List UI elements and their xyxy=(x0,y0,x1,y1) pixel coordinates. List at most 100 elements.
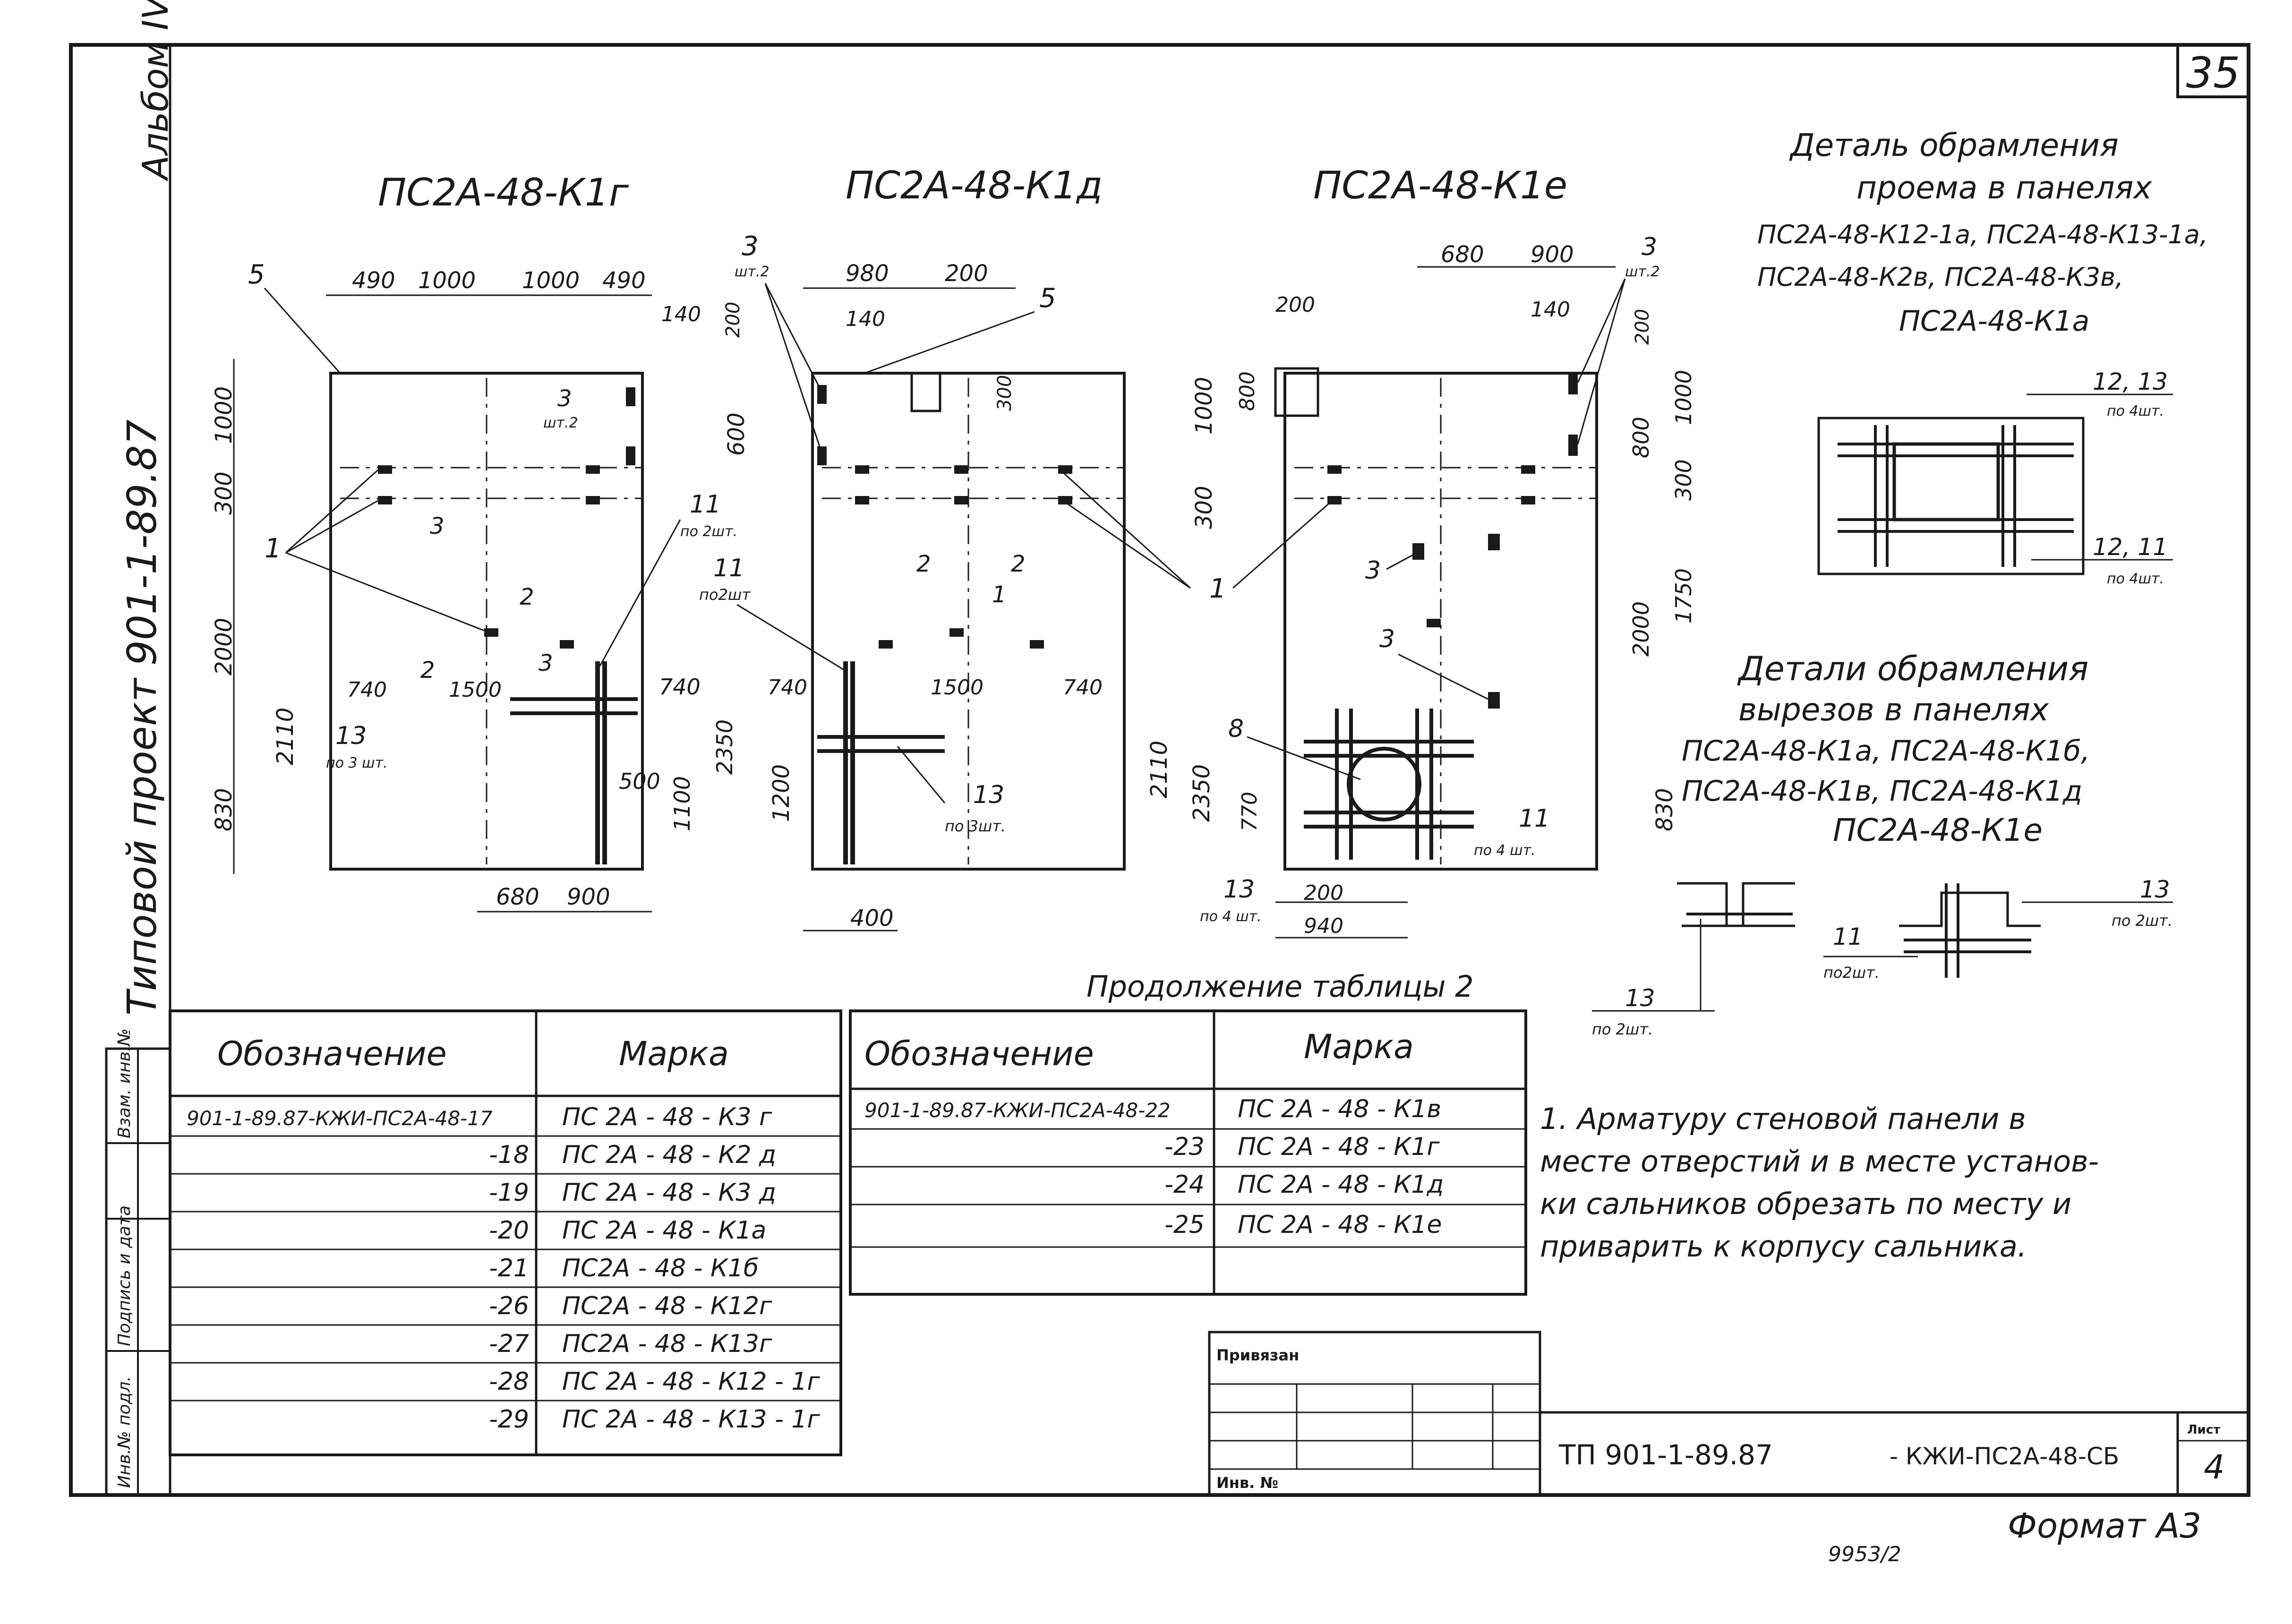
svg-text:-24: -24 xyxy=(1164,1171,1205,1199)
svg-text:Привязан: Привязан xyxy=(1216,1346,1299,1364)
svg-text:140: 140 xyxy=(1531,298,1570,322)
project-label: Типовой проект 901-1-89.87 xyxy=(119,419,166,1016)
svg-text:Деталь обрамления: Деталь обрамления xyxy=(1789,127,2119,163)
svg-text:11: 11 xyxy=(690,490,721,519)
svg-text:1000: 1000 xyxy=(211,386,237,444)
stamp-replaced-inv: Взам. инв.№ xyxy=(115,1028,134,1138)
stamp-inv-original: Инв.№ подл. xyxy=(115,1376,134,1488)
svg-text:300: 300 xyxy=(1191,486,1217,529)
svg-text:-23: -23 xyxy=(1164,1133,1205,1161)
svg-text:13: 13 xyxy=(1223,875,1255,904)
svg-text:2110: 2110 xyxy=(272,708,299,765)
panel-2: ПС2А-48-К1д 980 200 140 600 1200 1000 30… xyxy=(699,163,1217,932)
svg-text:940: 940 xyxy=(1304,914,1343,938)
svg-text:12, 13: 12, 13 xyxy=(2093,368,2168,395)
svg-text:ПС2А - 48 - К1б: ПС2А - 48 - К1б xyxy=(562,1254,759,1282)
svg-text:-29: -29 xyxy=(489,1405,529,1434)
svg-text:по2шт: по2шт xyxy=(699,586,751,604)
svg-text:ки сальников обрезать по месту: ки сальников обрезать по месту и xyxy=(1540,1187,2071,1221)
svg-text:500: 500 xyxy=(619,769,660,794)
svg-text:по 4 шт.: по 4 шт. xyxy=(1474,842,1536,859)
svg-text:2: 2 xyxy=(420,657,435,684)
svg-text:ПС 2А - 48 - К1е: ПС 2А - 48 - К1е xyxy=(1238,1211,1442,1239)
svg-text:1: 1 xyxy=(265,533,282,564)
svg-text:по 3 шт.: по 3 шт. xyxy=(326,755,388,771)
doc-code: ТП 901-1-89.87 xyxy=(1558,1439,1773,1471)
panel-1: ПС2А-48-К1г 490 1000 1000 490 1000 300 2… xyxy=(211,171,744,913)
svg-text:300: 300 xyxy=(994,375,1016,411)
svg-text:2: 2 xyxy=(1011,551,1026,577)
svg-text:Обозначение: Обозначение xyxy=(864,1034,1094,1073)
svg-text:2350: 2350 xyxy=(1189,764,1215,822)
svg-text:12, 11: 12, 11 xyxy=(2093,533,2168,561)
svg-text:740: 740 xyxy=(1063,675,1103,700)
svg-text:по 4шт.: по 4шт. xyxy=(2107,571,2164,587)
svg-text:1. Арматуру стеновой панели в: 1. Арматуру стеновой панели в xyxy=(1540,1102,2026,1136)
svg-text:Лист: Лист xyxy=(2187,1423,2220,1437)
svg-text:13: 13 xyxy=(973,781,1004,809)
svg-text:ПС 2А - 48 - К1в: ПС 2А - 48 - К1в xyxy=(1238,1095,1441,1123)
svg-text:11: 11 xyxy=(1519,804,1550,833)
table-caption: Продолжение таблицы 2 xyxy=(1086,969,1474,1004)
svg-text:месте отверстий и в месте уста: месте отверстий и в месте установ- xyxy=(1540,1144,2099,1179)
svg-text:200: 200 xyxy=(1275,293,1315,317)
svg-text:1100: 1100 xyxy=(669,776,695,831)
svg-text:1000: 1000 xyxy=(1191,377,1217,435)
svg-text:1000: 1000 xyxy=(1671,370,1696,425)
panel-2-title: ПС2А-48-К1д xyxy=(846,163,1103,207)
svg-text:шт.2: шт.2 xyxy=(735,264,770,280)
svg-text:2110: 2110 xyxy=(1146,741,1172,798)
svg-text:3: 3 xyxy=(1379,625,1395,653)
svg-text:по 2шт.: по 2шт. xyxy=(2112,912,2172,930)
svg-text:ПС2А-48-К1а, ПС2А-48-К1б,: ПС2А-48-К1а, ПС2А-48-К1б, xyxy=(1682,735,2090,768)
svg-text:770: 770 xyxy=(1238,792,1262,831)
panel-1-title: ПС2А-48-К1г xyxy=(378,171,629,214)
svg-text:1: 1 xyxy=(992,581,1007,608)
svg-text:ПС2А-48-К1е: ПС2А-48-К1е xyxy=(1833,812,2043,848)
svg-text:шт.2: шт.2 xyxy=(543,415,578,431)
svg-text:140: 140 xyxy=(661,302,701,326)
svg-text:ПС2А-48-К2в, ПС2А-48-К3в,: ПС2А-48-К2в, ПС2А-48-К3в, xyxy=(1757,262,2123,292)
svg-text:800: 800 xyxy=(1235,371,1259,411)
panel-3-title: ПС2А-48-К1е xyxy=(1313,163,1567,207)
svg-text:ПС2А-48-К1в, ПС2А-48-К1д: ПС2А-48-К1в, ПС2А-48-К1д xyxy=(1682,775,2082,808)
svg-text:13: 13 xyxy=(335,722,367,750)
svg-text:2: 2 xyxy=(916,551,931,577)
svg-text:300: 300 xyxy=(1671,459,1696,501)
svg-text:ПС 2А - 48 - К13 - 1г: ПС 2А - 48 - К13 - 1г xyxy=(562,1405,820,1434)
svg-text:400: 400 xyxy=(850,905,894,932)
svg-text:1200: 1200 xyxy=(768,764,795,822)
svg-text:ПС 2А - 48 - К1а: ПС 2А - 48 - К1а xyxy=(562,1216,766,1245)
svg-text:5: 5 xyxy=(248,259,265,290)
svg-text:-18: -18 xyxy=(489,1141,529,1169)
svg-text:1000: 1000 xyxy=(522,267,580,294)
svg-text:680: 680 xyxy=(496,884,539,910)
svg-text:-28: -28 xyxy=(489,1368,529,1396)
svg-text:980: 980 xyxy=(846,260,889,287)
svg-text:2000: 2000 xyxy=(1628,601,1654,657)
svg-text:по 4 шт.: по 4 шт. xyxy=(1200,908,1262,925)
svg-text:490: 490 xyxy=(602,267,646,294)
page-number: 35 xyxy=(2186,48,2241,98)
svg-text:2000: 2000 xyxy=(211,618,237,675)
svg-text:600: 600 xyxy=(723,412,750,456)
detail-opening: Деталь обрамления проема в панелях ПС2А-… xyxy=(1757,127,2208,587)
svg-text:Марка: Марка xyxy=(619,1034,729,1073)
page-number-box xyxy=(2176,43,2250,98)
callout-1-shared: 1 xyxy=(1209,573,1226,604)
svg-text:901-1-89.87-КЖИ-ПС2А-48-17: 901-1-89.87-КЖИ-ПС2А-48-17 xyxy=(187,1107,493,1130)
detail-cutouts: Детали обрамления вырезов в панелях ПС2А… xyxy=(1592,650,2173,1038)
title-block: Привязан Инв. № ТП 901-1-89.87 - КЖИ-ПС2… xyxy=(1208,1331,2249,1496)
sheet-number: 4 xyxy=(2204,1448,2225,1487)
svg-text:Инв. №: Инв. № xyxy=(1216,1474,1278,1492)
svg-text:740: 740 xyxy=(347,678,387,702)
svg-text:ПС 2А - 48 - К2 д: ПС 2А - 48 - К2 д xyxy=(562,1141,776,1169)
svg-text:140: 140 xyxy=(846,307,885,331)
svg-text:по 2шт.: по 2шт. xyxy=(680,523,737,540)
svg-text:200: 200 xyxy=(945,260,988,287)
svg-text:5: 5 xyxy=(1039,283,1056,314)
panel-3-outline xyxy=(1283,372,1598,871)
svg-text:вырезов в панелях: вырезов в панелях xyxy=(1738,692,2049,728)
svg-text:1500: 1500 xyxy=(931,675,984,700)
